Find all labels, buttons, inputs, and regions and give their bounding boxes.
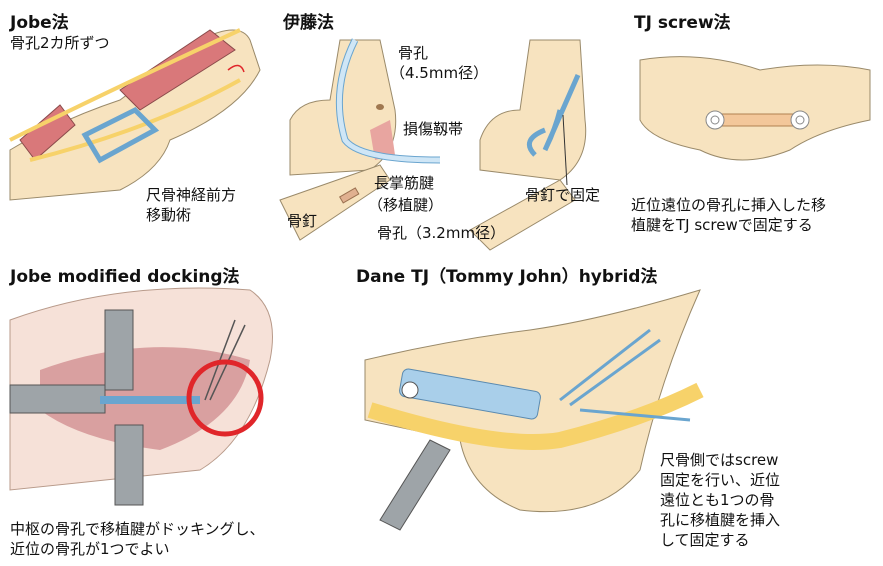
hybrid-illustration	[364, 289, 704, 531]
hybrid-caption-5: して固定する	[660, 531, 750, 549]
ito-illustration	[279, 38, 587, 251]
ito-ligament-label: 損傷靱帯	[403, 120, 464, 138]
ito-hole-large-label: 骨孔	[398, 44, 429, 62]
docking-caption-1: 中枢の骨孔で移植腱がドッキングし、	[10, 520, 265, 538]
jobe-bone-holes-label: 骨孔2カ所ずつ	[10, 34, 110, 52]
jobe-nerve-label-2: 移動術	[146, 206, 192, 224]
jobe-illustration	[9, 28, 261, 201]
hybrid-caption-1: 尺骨側ではscrew	[660, 451, 779, 469]
hybrid-caption-3: 遠位とも1つの骨	[660, 491, 775, 509]
hybrid-caption-4: 孔に移植腱を挿入	[660, 511, 781, 529]
docking-title: Jobe modified docking法	[10, 267, 240, 287]
tj-screw-caption-1: 近位遠位の骨孔に挿入した移	[631, 196, 827, 214]
ito-hole-large-size: （4.5mm径）	[390, 64, 489, 82]
docking-illustration	[9, 287, 273, 506]
hybrid-title: Dane TJ（Tommy John）hybrid法	[356, 267, 658, 287]
docking-caption-2: 近位の骨孔が1つでよい	[10, 540, 170, 558]
ito-peg-label: 骨釘	[287, 212, 318, 230]
ito-tendon-label: 長掌筋腱	[374, 174, 435, 192]
tj-screw-caption-2: 植腱をTJ screwで固定する	[631, 216, 813, 234]
ito-fixed-label: 骨釘で固定	[525, 186, 601, 204]
ito-tendon-sub: （移植腱）	[368, 196, 444, 214]
tj-screw-title: TJ screw法	[634, 13, 731, 33]
jobe-nerve-label-1: 尺骨神経前方	[146, 186, 237, 204]
hybrid-caption-2: 固定を行い、近位	[660, 471, 781, 489]
ito-title: 伊藤法	[283, 13, 334, 33]
jobe-title: Jobe法	[10, 13, 69, 33]
ito-hole-small-label: 骨孔（3.2mm径）	[377, 224, 506, 242]
tj-screw-illustration	[639, 56, 871, 161]
